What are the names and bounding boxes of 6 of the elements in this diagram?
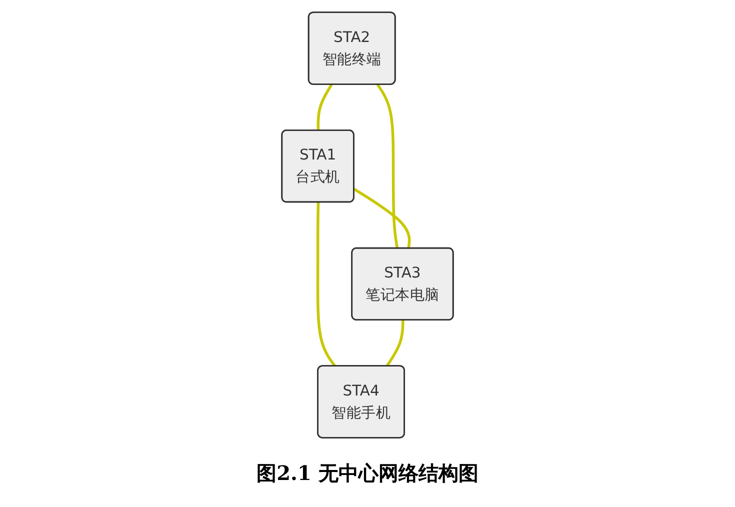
connector bbox=[316, 84, 333, 131]
connector bbox=[353, 188, 411, 249]
connector bbox=[316, 202, 336, 368]
connector bbox=[376, 84, 399, 249]
figure-caption: 图2.1 无中心网络结构图 bbox=[256, 460, 478, 487]
connector bbox=[386, 320, 404, 368]
